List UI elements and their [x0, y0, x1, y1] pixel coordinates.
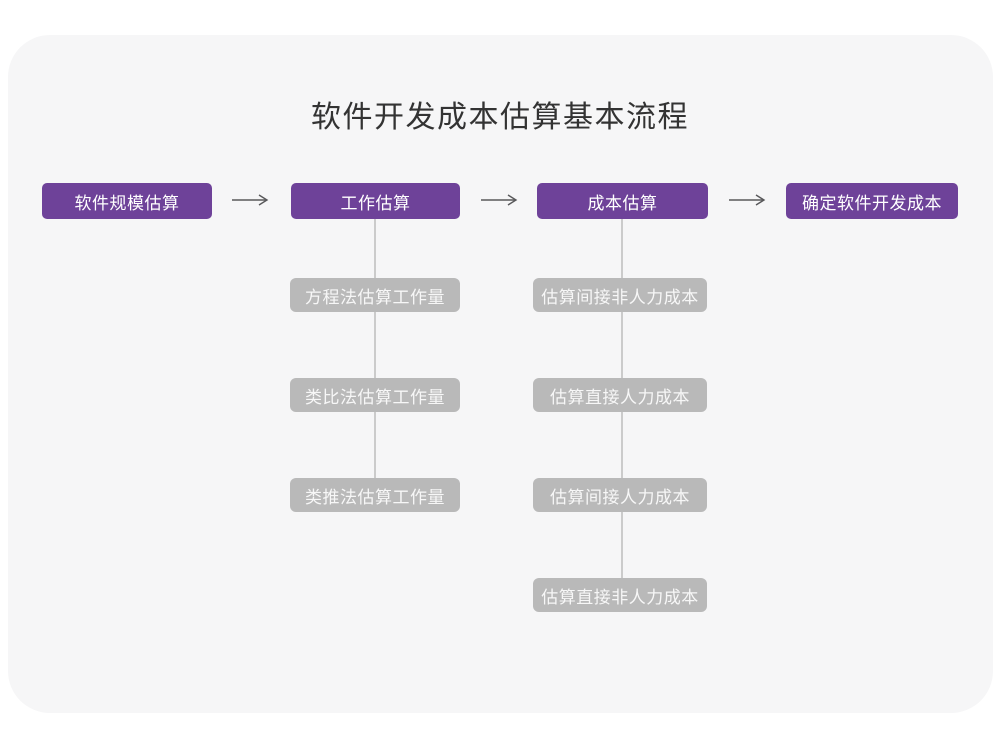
node-direct-nonlabor-cost: 估算直接非人力成本: [533, 578, 707, 612]
node-equation-method-workload: 方程法估算工作量: [290, 278, 460, 312]
connector-work-estimation-column: [374, 219, 376, 495]
arrow-right-icon: [481, 194, 518, 206]
node-work-estimation: 工作估算: [291, 183, 460, 219]
node-indirect-nonlabor-cost: 估算间接非人力成本: [533, 278, 707, 312]
node-analogy-method-workload: 类比法估算工作量: [290, 378, 460, 412]
node-indirect-labor-cost: 估算间接人力成本: [533, 478, 707, 512]
node-extrapolation-method-workload: 类推法估算工作量: [290, 478, 460, 512]
diagram-title: 软件开发成本估算基本流程: [311, 101, 689, 134]
node-software-scale-estimation: 软件规模估算: [42, 183, 212, 219]
arrow-right-icon: [232, 194, 269, 206]
node-determine-development-cost: 确定软件开发成本: [786, 183, 958, 219]
arrow-right-icon: [729, 194, 766, 206]
diagram-card: [8, 35, 993, 713]
node-direct-labor-cost: 估算直接人力成本: [533, 378, 707, 412]
node-cost-estimation: 成本估算: [537, 183, 708, 219]
